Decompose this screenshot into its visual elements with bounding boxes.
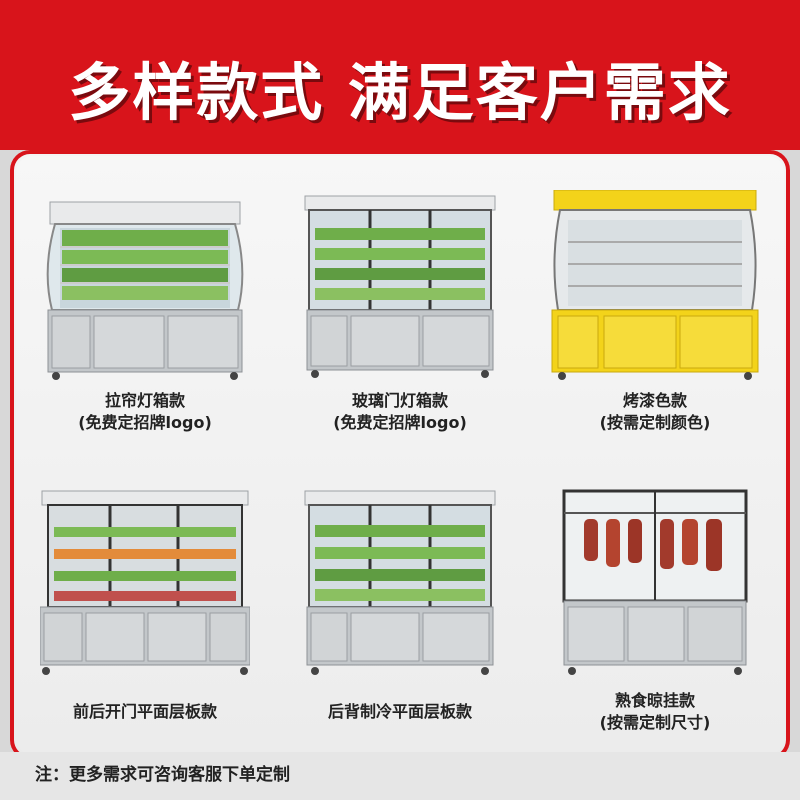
fridge-image-double xyxy=(40,490,250,675)
footer-bar xyxy=(0,752,800,800)
banner-title: 多样款式 满足客户需求 xyxy=(68,56,732,129)
product-card-hanging: 熟食晾挂款 (按需定制尺寸) xyxy=(530,485,780,765)
fridge-image-hanging xyxy=(562,489,748,675)
product-card-glass: 玻璃门灯箱款 (免费定招牌logo) xyxy=(275,190,525,470)
fridge-image-curtain xyxy=(46,201,244,380)
product-name: 拉帘灯箱款 xyxy=(104,391,185,410)
product-note: (免费定招牌logo) xyxy=(78,413,212,432)
product-card-curtain: 拉帘灯箱款 (免费定招牌logo) xyxy=(20,190,270,470)
fridge-image-yellow xyxy=(551,190,759,380)
product-card-glass2: 后背制冷平面层板款 xyxy=(275,485,525,765)
product-card-yellow: 烤漆色款 (按需定制颜色) xyxy=(530,190,780,470)
product-name: 玻璃门灯箱款 xyxy=(351,391,448,410)
product-name: 后背制冷平面层板款 xyxy=(327,702,472,721)
fridge-image-glass2 xyxy=(304,490,496,675)
product-name: 前后开门平面层板款 xyxy=(72,702,217,721)
product-card-double: 前后开门平面层板款 xyxy=(20,485,270,765)
header-banner: 多样款式 满足客户需求 xyxy=(0,0,800,150)
product-name: 烤漆色款 xyxy=(622,391,687,410)
product-note: (按需定制尺寸) xyxy=(599,713,711,732)
product-note: (按需定制颜色) xyxy=(599,413,711,432)
product-name: 熟食晾挂款 xyxy=(614,691,695,710)
footer-note: 注：更多需求可咨询客服下单定制 xyxy=(35,765,290,785)
fridge-image-glass xyxy=(304,195,496,378)
product-note: (免费定招牌logo) xyxy=(333,413,467,432)
